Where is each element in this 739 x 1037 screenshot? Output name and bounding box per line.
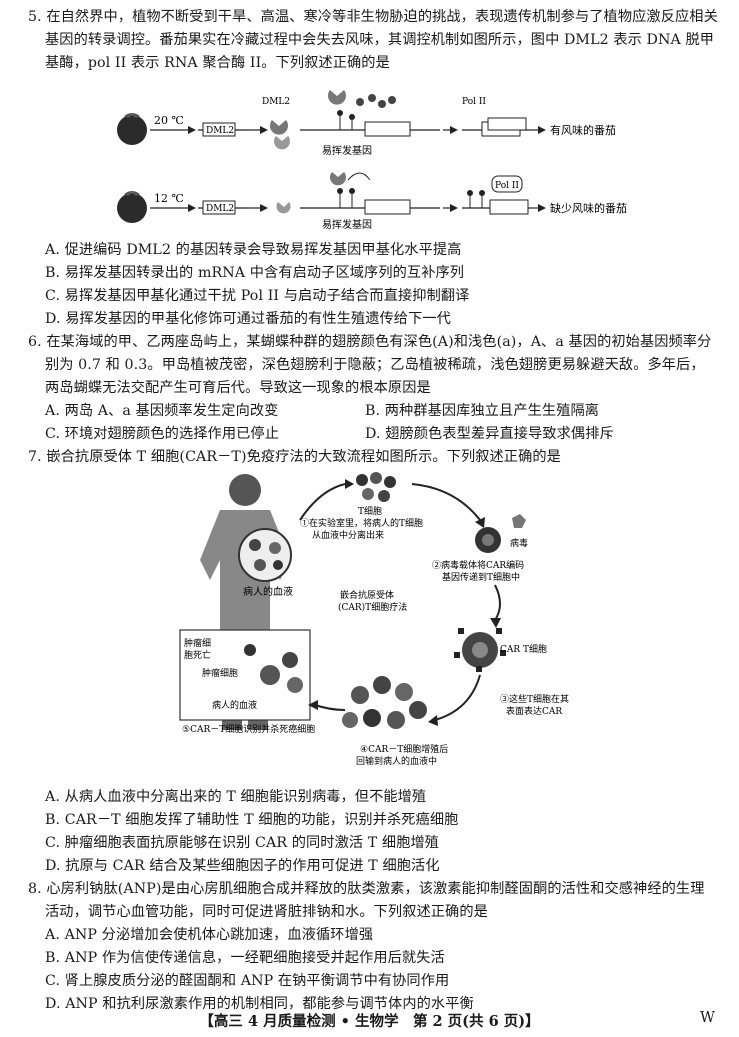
q7-option-b[interactable]: B. CAR－T 细胞发挥了辅助性 T 细胞的功能，识别并杀死癌细胞 (45, 812, 459, 828)
dml2-enzymes (270, 120, 290, 150)
dml2-protein-label: DML2 (262, 97, 290, 107)
footer-mark: W (700, 1010, 715, 1026)
q5-option-b[interactable]: B. 易挥发基因转录出的 mRNA 中含有启动子区域序列的互补序列 (45, 265, 465, 281)
tomato-regulation-diagram: 20 ℃ DML2 DML2 易挥发基因 Pol II 有风味的番茄 (117, 90, 627, 230)
car-t-cell-icon (454, 628, 506, 672)
q7-option-d[interactable]: D. 抗原与 CAR 结合及某些细胞因子的作用可促进 T 细胞活化 (45, 858, 440, 874)
proliferated-car-t-cells (342, 676, 427, 729)
step2-label-a: ②病毒载体将CAR编码 (432, 559, 524, 571)
tumor-label: 肿瘤细胞 (202, 667, 238, 679)
temp-top-label: 20 ℃ (154, 114, 184, 127)
q8-option-b[interactable]: B. ANP 作为信使传递信息，一经靶细胞接受并起作用后就失活 (45, 950, 445, 966)
q6-option-b[interactable]: B. 两种群基因库独立且产生生殖隔离 (365, 403, 600, 419)
tumor-dead-label-b: 胞死亡 (184, 649, 211, 661)
q5-option-a[interactable]: A. 促进编码 DML2 的基因转录会导致易挥发基因甲基化水平提高 (45, 242, 462, 258)
virus-label: 病毒 (510, 537, 528, 549)
car-t-label: CAR T细胞 (500, 643, 547, 655)
result-top-label: 有风味的番茄 (550, 123, 616, 137)
q5-option-d[interactable]: D. 易挥发基因的甲基化修饰可通过番茄的有性生殖遗传给下一代 (45, 311, 451, 327)
question-8-stem: 8. 心房利钠肽(ANP)是由心房肌细胞合成并释放的肽类激素，该激素能抑制醛固酮… (28, 881, 705, 920)
q6-option-a[interactable]: A. 两岛 A、a 基因频率发生定向改变 (45, 403, 279, 419)
step4-label-b: 回输到病人的血液中 (356, 755, 437, 767)
q8-option-c[interactable]: C. 肾上腺皮质分泌的醛固酮和 ANP 在钠平衡调节中有协同作用 (45, 973, 450, 989)
car-t-therapy-diagram: 病人的血液 T细胞 ①在实验室里，将病人的T细胞 从血液中分离出来 病毒 ②病毒… (179, 472, 569, 767)
step2-label-b: 基因传递到T细胞中 (442, 571, 520, 583)
t-cells-cluster (356, 472, 396, 502)
polii-label-top: Pol II (462, 97, 486, 107)
dml2-active-icon (328, 90, 346, 105)
question-8: 8. 心房利钠肽(ANP)是由心房肌细胞合成并释放的肽类激素，该激素能抑制醛固酮… (28, 878, 718, 1016)
blood-sample-icon (238, 528, 292, 582)
step3-label-a: ③这些T细胞在其 (500, 693, 569, 705)
q8-option-a[interactable]: A. ANP 分泌增加会使机体心跳加速，血液循环增强 (45, 927, 374, 943)
page-footer: 【高三 4 月质量检测 • 生物学 第 2 页(共 6 页)】 (199, 1013, 540, 1030)
question-5: 5. 在自然界中，植物不断受到干旱、高温、寒冷等非生物胁迫的挑战，表现遗传机制参… (28, 6, 718, 75)
question-6-stem: 6. 在某海域的甲、乙两座岛屿上，某蝴蝶种群的翅膀颜色有深色(A)和浅色(a)，… (28, 334, 712, 396)
step4-label-a: ④CAR－T细胞增殖后 (360, 743, 448, 755)
t-cell-label: T细胞 (358, 505, 382, 517)
q7-option-a[interactable]: A. 从病人血液中分离出来的 T 细胞能识别病毒，但不能增殖 (45, 789, 427, 805)
virus-icon (512, 514, 526, 528)
question-7-options: A. 从病人血液中分离出来的 T 细胞能识别病毒，但不能增殖 B. CAR－T … (28, 786, 718, 878)
step1-label-a: ①在实验室里，将病人的T细胞 (300, 517, 423, 529)
q7-option-c[interactable]: C. 肿瘤细胞表面抗原能够在识别 CAR 的同时激活 T 细胞增殖 (45, 835, 440, 851)
tomato-bottom (117, 191, 147, 223)
q6-option-c[interactable]: C. 环境对翅膀颜色的选择作用已停止 (45, 426, 279, 442)
question-7-stem: 7. 嵌合抗原受体 T 细胞(CAR－T)免疫疗法的大致流程如图所示。下列叙述正… (28, 449, 561, 465)
gene-label-top: 易挥发基因 (322, 144, 372, 157)
question-5-options: A. 促进编码 DML2 的基因转录会导致易挥发基因甲基化水平提高 B. 易挥发… (28, 239, 718, 331)
gene-label-bottom: 易挥发基因 (322, 218, 372, 230)
q6-option-d[interactable]: D. 翅膀颜色表型差异直接导致求偶排斥 (365, 426, 614, 442)
dml2-gene-bottom: DML2 (206, 204, 234, 214)
blood-label: 病人的血液 (243, 585, 293, 598)
tumor-dead-label-a: 肿瘤细 (184, 637, 211, 649)
center-label-a: 嵌合抗原受体 (340, 589, 394, 601)
polii-label-bottom: Pol II (495, 181, 519, 191)
temp-bottom-label: 12 ℃ (154, 192, 184, 205)
inset-blood-label: 病人的血液 (212, 699, 257, 711)
result-bottom-label: 缺少风味的番茄 (550, 201, 627, 215)
question-6: 6. 在某海域的甲、乙两座岛屿上，某蝴蝶种群的翅膀颜色有深色(A)和浅色(a)，… (28, 331, 718, 446)
step1-label-b: 从血液中分离出来 (312, 529, 384, 541)
tumor-inset-box (179, 629, 311, 721)
question-7: 7. 嵌合抗原受体 T 细胞(CAR－T)免疫疗法的大致流程如图所示。下列叙述正… (28, 446, 718, 469)
question-5-stem: 5. 在自然界中，植物不断受到干旱、高温、寒冷等非生物胁迫的挑战，表现遗传机制参… (28, 9, 718, 71)
center-label-b: (CAR)T细胞疗法 (338, 601, 407, 613)
step3-label-b: 表面表达CAR (506, 705, 562, 717)
tomato-top (117, 113, 147, 145)
q5-option-c[interactable]: C. 易挥发基因甲基化通过干扰 Pol II 与启动子结合而直接抑制翻译 (45, 288, 470, 304)
dml2-gene-top: DML2 (206, 126, 234, 136)
q8-option-d[interactable]: D. ANP 和抗利尿激素作用的机制相同，都能参与调节体内的水平衡 (45, 996, 474, 1012)
step5-label: ⑤CAR－T细胞识别并杀死癌细胞 (182, 723, 315, 735)
